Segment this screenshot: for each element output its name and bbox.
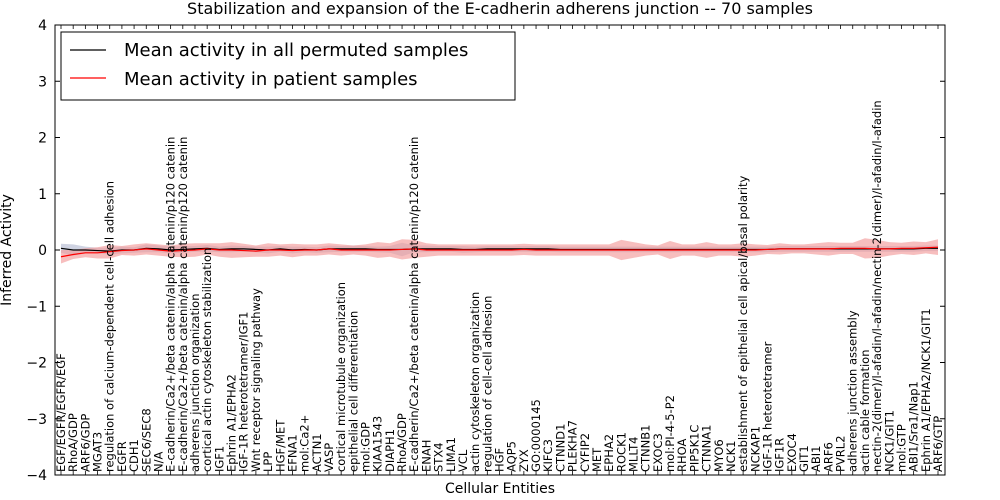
category-label: EPHA2: [602, 434, 616, 472]
category-label: IGF1: [212, 446, 226, 472]
category-label: KIAA1543: [371, 416, 385, 472]
category-label: N/A: [151, 452, 165, 472]
category-label: RhoA/GDP: [66, 413, 80, 472]
category-label: GO:0000145: [529, 399, 543, 472]
category-label: DIAPH1: [383, 429, 397, 472]
category-label: MLLT4: [626, 437, 640, 473]
category-label: PVRL2: [834, 435, 848, 472]
category-label: ARF6/GDP: [78, 414, 92, 472]
x-axis-label: Cellular Entities: [445, 481, 555, 497]
category-label: NCK1: [724, 441, 738, 473]
category-label: PIP5K1C: [687, 425, 701, 472]
category-label: ZYX: [517, 449, 531, 472]
y-tick-label: −4: [26, 468, 47, 484]
category-label: ARF6/GTP: [931, 416, 945, 472]
category-label: ENAH: [419, 440, 433, 472]
series-lines: [60, 246, 939, 258]
category-label: IGF1R: [773, 438, 787, 472]
y-tick-label: −3: [26, 412, 47, 428]
legend-box: [60, 31, 516, 101]
category-label: GIT1: [797, 445, 811, 472]
category-label: adherens junction assembly: [846, 310, 860, 472]
category-label: CYFIP2: [578, 433, 592, 472]
category-label: HGF: [493, 448, 507, 472]
category-label: Ephrin A1/EPHA2/NCK1/GIT1: [919, 308, 933, 472]
category-labels: EGF/EGFR/EGFR/EGFRhoA/GDPARF6/GDPMGAT3re…: [54, 100, 945, 472]
category-label: AQP5: [505, 441, 519, 472]
category-label: cortical actin cytoskeleton stabilizatio…: [200, 248, 214, 472]
category-label: E-cadherin/Ca2+/beta catenin/alpha caten…: [407, 137, 421, 472]
category-label: NCK1/GIT1: [882, 410, 896, 472]
x-axis-ticks: [60, 25, 939, 475]
category-label: CDH1: [127, 439, 141, 472]
category-label: adherens junction organization: [188, 294, 202, 472]
category-label: nectin-2(dimer)/l-afadin/l-afadin/nectin…: [870, 100, 884, 472]
category-label: epithelial cell differentiation: [346, 311, 360, 472]
y-tick-label: 3: [38, 74, 47, 90]
category-label: ABI1: [809, 446, 823, 472]
category-label: EXOC3: [651, 433, 665, 472]
confidence-bands: [61, 238, 938, 264]
category-label: MET: [590, 447, 604, 472]
category-label: CTNND1: [553, 424, 567, 472]
category-label: NCKAP1: [748, 426, 762, 472]
category-label: Ephrin A1/EPHA2: [225, 374, 239, 472]
line-patient: [60, 246, 939, 258]
category-label: establishment of epithelial cell apical/…: [736, 176, 750, 472]
category-label: mol:PI-4-5-P2: [663, 395, 677, 472]
category-label: ACTN1: [310, 433, 324, 472]
category-label: ABI1/Sra1/Nap1: [907, 381, 921, 472]
category-label: mol:GTP: [894, 424, 908, 472]
category-label: regulation of calcium-dependent cell-cel…: [103, 181, 117, 472]
y-tick-label: 2: [38, 131, 47, 147]
category-label: regulation of cell-cell adhesion: [480, 296, 494, 472]
category-label: Wnt receptor signaling pathway: [249, 288, 263, 472]
category-label: VASP: [322, 443, 336, 472]
category-label: E-cadherin/Ca2+/beta catenin/alpha caten…: [164, 137, 178, 472]
y-tick-label: 1: [38, 187, 47, 203]
category-label: CTNNA1: [700, 425, 714, 472]
legend-label-permuted: Mean activity in all permuted samples: [124, 40, 468, 61]
category-label: EXOC4: [785, 433, 799, 472]
category-label: mol:Ca2+: [298, 415, 312, 472]
category-label: IGF-1R heterotetramer/IGF1: [237, 312, 251, 472]
band-patient: [61, 238, 938, 264]
category-label: E-cadherin/Ca2+/beta catenin/alpha caten…: [176, 137, 190, 472]
y-tick-label: 0: [38, 243, 47, 259]
category-label: KIFC3: [541, 439, 555, 472]
category-label: actin cytoskeleton organization: [468, 292, 482, 472]
category-label: RHOA: [675, 439, 689, 472]
category-label: LPP: [261, 452, 275, 472]
category-label: EFNA1: [285, 434, 299, 472]
category-label: MYO6: [712, 439, 726, 472]
y-axis-ticks: −4 −3 −2 −1 0 1 2 3 4: [26, 18, 945, 484]
legend: Mean activity in all permuted samples Me…: [60, 31, 516, 101]
category-label: cortical microtubule organization: [334, 282, 348, 472]
category-label: LIMA1: [444, 437, 458, 472]
category-label: CTNNB1: [639, 425, 653, 472]
category-label: STX4: [432, 442, 446, 472]
y-tick-label: 4: [38, 18, 47, 34]
category-label: IGF-1R heterotetramer: [760, 341, 774, 472]
category-label: ROCK1: [614, 432, 628, 472]
category-label: VCL: [456, 449, 470, 472]
y-tick-label: −2: [26, 356, 47, 372]
category-label: SEC6/SEC8: [139, 408, 153, 472]
category-label: mol:GDP: [359, 422, 373, 472]
category-label: EGFR: [115, 441, 129, 472]
chart-title: Stabilization and expansion of the E-cad…: [187, 0, 813, 18]
legend-label-patient: Mean activity in patient samples: [124, 69, 418, 90]
y-tick-label: −1: [26, 299, 47, 315]
category-label: RhoA/GDP: [395, 413, 409, 472]
category-label: HGF/MET: [273, 419, 287, 472]
y-axis-label: Inferred Activity: [0, 194, 15, 306]
category-label: MGAT3: [91, 432, 105, 472]
category-label: PLEKHA7: [566, 420, 580, 472]
category-label: actin cable formation: [858, 349, 872, 472]
category-label: ARF6: [821, 442, 835, 472]
category-label: EGF/EGFR/EGFR/EGF: [54, 353, 68, 472]
